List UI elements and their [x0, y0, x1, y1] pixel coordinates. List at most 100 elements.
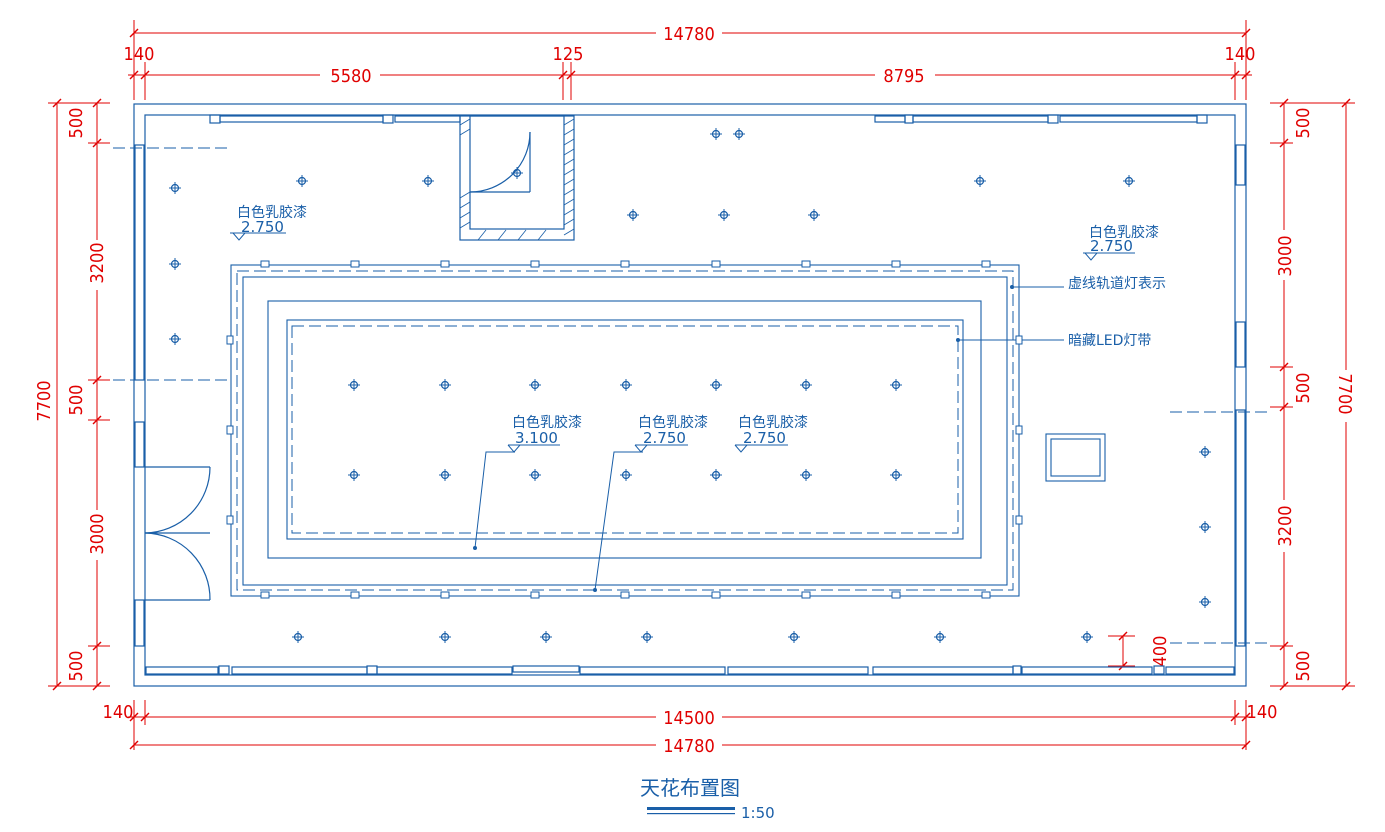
downlight-icon	[710, 469, 722, 481]
track-light-icon	[801, 260, 811, 268]
track-light-icon	[801, 591, 811, 599]
downlight-icon	[890, 379, 902, 391]
downlight-icon	[934, 631, 946, 643]
track-fixtures	[226, 260, 1023, 599]
downlight-icon	[1199, 596, 1211, 608]
track-light-icon	[981, 591, 991, 599]
downlight-icon	[1199, 446, 1211, 458]
track-light-icon	[226, 425, 234, 435]
track-light-icon	[711, 591, 721, 599]
downlight-icon	[296, 175, 308, 187]
material-label-c3: 白色乳胶漆	[738, 414, 808, 431]
drawing-scale: 1:50	[741, 804, 775, 822]
downlight-icon	[439, 379, 451, 391]
dim-right-top: 500	[1293, 108, 1314, 139]
downlight-icon	[1081, 631, 1093, 643]
dim-bottom-left-edge: 140	[103, 702, 134, 723]
drawing-title-block: 天花布置图 1:50	[640, 776, 775, 822]
downlight-icon	[348, 469, 360, 481]
downlight-icon	[620, 469, 632, 481]
downlight-icon	[710, 128, 722, 140]
downlight-icon	[348, 379, 360, 391]
track-light-icon	[440, 591, 450, 599]
track-light-icon	[350, 591, 360, 599]
track-light-icon	[711, 260, 721, 268]
track-light-icon	[530, 260, 540, 268]
material-label-tl: 白色乳胶漆	[237, 204, 307, 221]
dim-top-right-edge: 140	[1225, 44, 1256, 65]
dim-left-total: 7700	[34, 380, 55, 421]
entrance-door	[144, 466, 211, 601]
dim-left-lower: 3000	[87, 513, 108, 554]
track-light-icon	[620, 260, 630, 268]
dim-top-left-edge: 140	[124, 44, 155, 65]
downlight-icon	[620, 379, 632, 391]
dim-bottom-right-edge: 140	[1247, 702, 1278, 723]
dim-top-left-span: 5580	[330, 66, 371, 87]
downlight-icon	[1123, 175, 1135, 187]
downlight-icon	[974, 175, 986, 187]
track-light-icon	[1015, 335, 1023, 345]
track-light-icon	[1015, 515, 1023, 525]
track-light-icon	[981, 260, 991, 268]
material-label-c2: 白色乳胶漆	[638, 414, 708, 431]
downlight-icon	[511, 167, 523, 179]
material-label-c1: 白色乳胶漆	[512, 414, 582, 431]
dim-right-total: 7700	[1334, 373, 1355, 414]
dim-right-mid: 500	[1293, 373, 1314, 404]
dimension-texts: 14780 140 5580 125 8795 140 7700 500 320…	[34, 22, 1357, 757]
dim-left-mid: 500	[66, 385, 87, 416]
track-light-icon	[530, 591, 540, 599]
track-light-icon	[226, 335, 234, 345]
downlight-icon	[1199, 521, 1211, 533]
ceiling-labels: 白色乳胶漆 2.750 白色乳胶漆 2.750 虚线轨道灯表示 暗藏LED灯带 …	[237, 204, 1166, 447]
track-light-icon	[226, 515, 234, 525]
elevation-label-tl: 2.750	[241, 218, 284, 236]
dim-bottom-inner: 14500	[663, 708, 715, 729]
downlight-icon	[169, 258, 181, 270]
downlight-icon	[529, 379, 541, 391]
elevation-label-c1: 3.100	[515, 429, 558, 447]
track-light-icon	[260, 260, 270, 268]
dim-top-right-span: 8795	[883, 66, 924, 87]
elevation-label-c2: 2.750	[643, 429, 686, 447]
track-light-icon	[891, 260, 901, 268]
dim-small-offset: 400	[1150, 636, 1171, 667]
track-light-icon	[620, 591, 630, 599]
track-light-icon	[1015, 425, 1023, 435]
downlight-icon	[627, 209, 639, 221]
downlight-icon	[800, 469, 812, 481]
downlight-icon	[439, 469, 451, 481]
downlight-icon	[788, 631, 800, 643]
walls	[133, 103, 1247, 687]
downlight-icon	[292, 631, 304, 643]
downlight-icon	[890, 469, 902, 481]
track-light-note: 虚线轨道灯表示	[1068, 276, 1166, 292]
downlight-icon	[540, 631, 552, 643]
dim-right-lower: 3200	[1275, 505, 1296, 546]
dim-bottom-total: 14780	[663, 736, 715, 757]
downlight-icon	[800, 379, 812, 391]
track-light-icon	[891, 591, 901, 599]
downlight-icon	[710, 379, 722, 391]
dim-left-top: 500	[66, 108, 87, 139]
downlight-icon	[808, 209, 820, 221]
hatched-walls	[459, 118, 575, 241]
dim-top-mid-gap: 125	[553, 44, 584, 65]
drawing-title: 天花布置图	[640, 776, 740, 800]
downlight-icon	[641, 631, 653, 643]
elevation-markers	[230, 232, 1135, 453]
leader-lines	[474, 286, 1064, 591]
top-door	[459, 115, 575, 241]
track-light-icon	[350, 260, 360, 268]
dim-top-total: 14780	[663, 24, 715, 45]
downlight-icon	[733, 128, 745, 140]
downlights	[169, 128, 1211, 643]
leader-dots	[473, 285, 1014, 592]
downlight-icon	[439, 631, 451, 643]
downlight-icon	[422, 175, 434, 187]
downlight-icon	[718, 209, 730, 221]
dim-right-bottom: 500	[1293, 651, 1314, 682]
downlight-icon	[529, 469, 541, 481]
